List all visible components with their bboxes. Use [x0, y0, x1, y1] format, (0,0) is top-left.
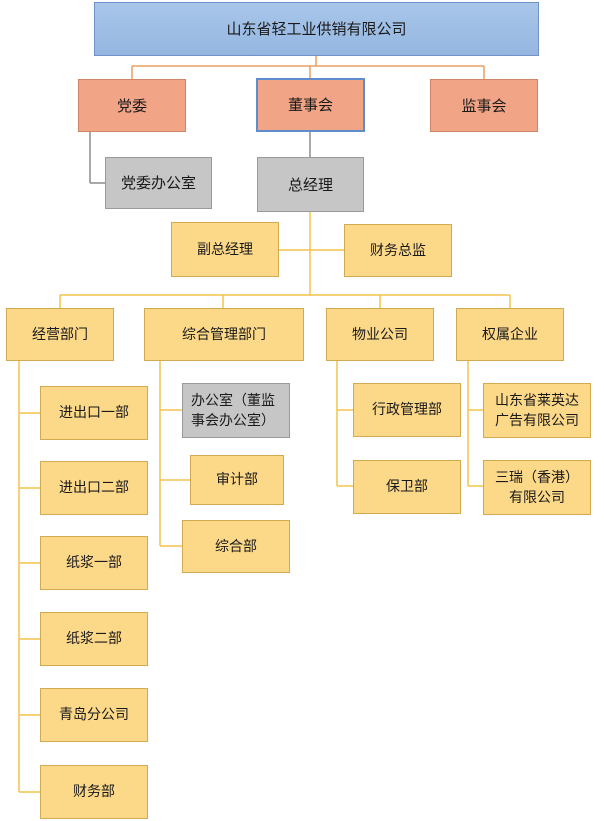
deputy-gm-node: 副总经理	[171, 222, 279, 277]
laiyingda-label-line2: 广告有限公司	[495, 412, 579, 429]
sanrui-label-line1: 三瑞（香港）	[495, 469, 579, 486]
gray-connectors	[89, 132, 311, 184]
property-company-label: 物业公司	[352, 326, 408, 343]
import-export-2-node: 进出口二部	[40, 461, 148, 515]
deputy-gm-label: 副总经理	[197, 241, 253, 258]
pulp-2-label: 纸浆二部	[66, 631, 122, 647]
supervisory-board-node: 监事会	[430, 79, 538, 132]
party-office-label: 党委办公室	[120, 174, 196, 192]
board-node: 董事会	[256, 78, 365, 132]
admin-management-dept-node: 行政管理部	[353, 383, 461, 437]
sanrui-label: 三瑞（香港） 有限公司	[495, 468, 579, 508]
finance-dept-node: 财务部	[40, 765, 148, 819]
import-export-1-node: 进出口一部	[40, 386, 148, 440]
sanrui-label-line2: 有限公司	[509, 489, 565, 506]
import-export-2-label: 进出口二部	[59, 480, 129, 496]
company-label: 山东省轻工业供销有限公司	[226, 20, 407, 38]
affiliated-enterprises-label: 权属企业	[482, 326, 538, 343]
office-label-line1: 办公室（董监	[191, 392, 275, 409]
general-dept-node: 综合部	[182, 520, 290, 573]
office-node: 办公室（董监 事会办公室）	[182, 383, 290, 438]
top-connectors	[131, 56, 485, 79]
admin-dept-label: 综合管理部门	[182, 326, 266, 343]
pulp-2-node: 纸浆二部	[40, 612, 148, 666]
qingdao-branch-node: 青岛分公司	[40, 688, 148, 742]
audit-dept-label: 审计部	[216, 472, 258, 488]
audit-dept-node: 审计部	[190, 455, 284, 505]
finance-dept-label: 财务部	[73, 784, 115, 800]
party-committee-label: 党委	[116, 96, 147, 115]
party-office-node: 党委办公室	[105, 157, 212, 209]
pulp-1-node: 纸浆一部	[40, 536, 148, 590]
office-label-line2: 事会办公室）	[191, 412, 275, 429]
affiliated-enterprises-node: 权属企业	[456, 308, 564, 361]
pulp-1-label: 纸浆一部	[66, 555, 122, 571]
cfo-label: 财务总监	[370, 242, 426, 259]
party-committee-node: 党委	[78, 79, 186, 132]
office-label: 办公室（董监 事会办公室）	[191, 391, 275, 431]
laiyingda-node: 山东省莱英达 广告有限公司	[483, 383, 591, 438]
property-company-node: 物业公司	[326, 308, 434, 361]
general-manager-label: 总经理	[287, 175, 333, 194]
cfo-node: 财务总监	[344, 224, 452, 277]
business-dept-label: 经营部门	[32, 326, 88, 343]
qingdao-branch-label: 青岛分公司	[59, 707, 129, 723]
yellow-connectors	[18, 212, 511, 793]
laiyingda-label: 山东省莱英达 广告有限公司	[495, 391, 579, 431]
general-manager-node: 总经理	[257, 157, 364, 212]
sanrui-node: 三瑞（香港） 有限公司	[483, 460, 591, 515]
security-dept-label: 保卫部	[386, 479, 428, 495]
import-export-1-label: 进出口一部	[59, 405, 129, 421]
laiyingda-label-line1: 山东省莱英达	[495, 392, 579, 409]
admin-management-dept-label: 行政管理部	[372, 402, 442, 418]
admin-dept-node: 综合管理部门	[144, 308, 304, 361]
business-dept-node: 经营部门	[6, 308, 114, 361]
security-dept-node: 保卫部	[353, 460, 461, 514]
general-dept-label: 综合部	[215, 538, 257, 555]
company-node: 山东省轻工业供销有限公司	[94, 2, 539, 56]
board-label: 董事会	[287, 96, 333, 114]
supervisory-board-label: 监事会	[461, 96, 507, 115]
